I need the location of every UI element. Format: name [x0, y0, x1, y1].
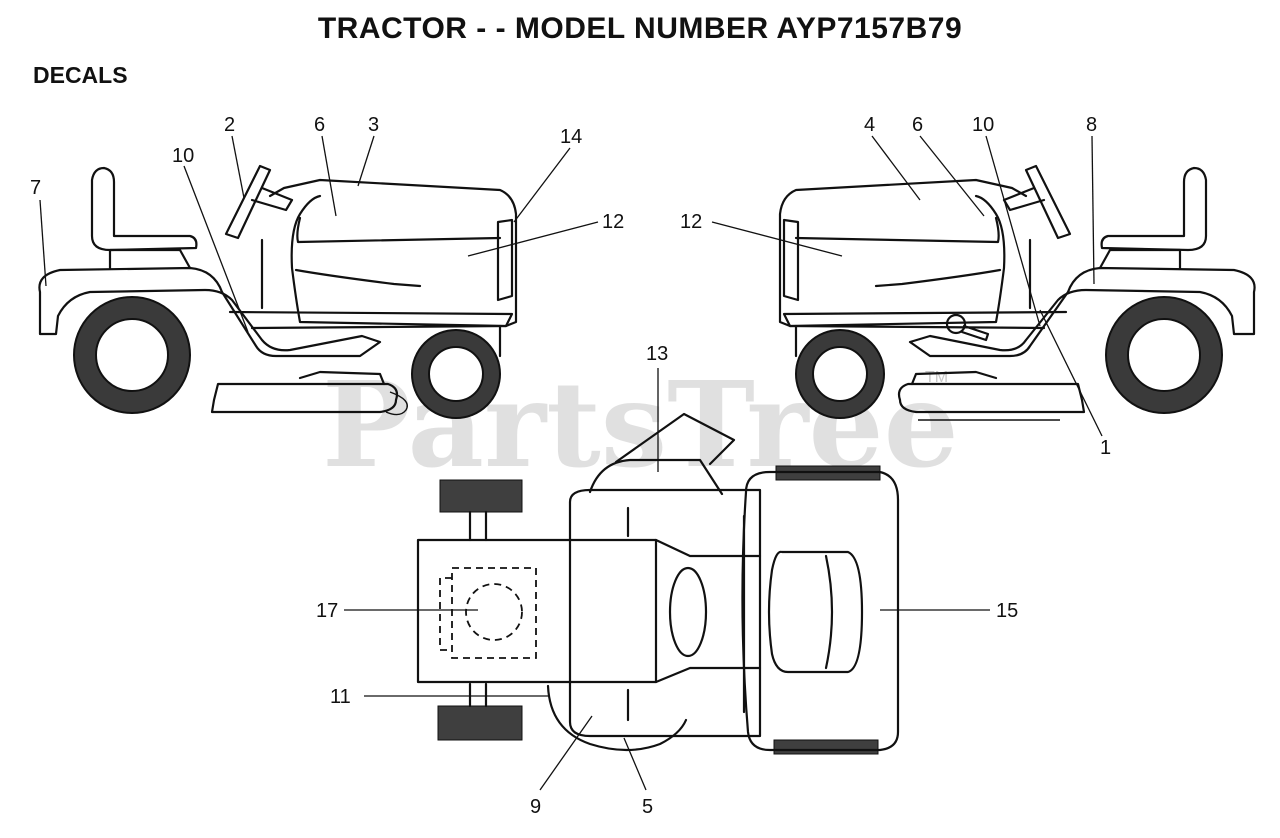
- callout-labels: 7 2 10 6 3 14 12 12 4 6 10 8 1 13 17 15 …: [30, 114, 1111, 818]
- callout-8: 8: [1086, 114, 1097, 136]
- callout-10-right: 10: [972, 114, 994, 136]
- callout-11: 11: [330, 686, 351, 708]
- callout-2: 2: [224, 114, 235, 136]
- callout-3: 3: [368, 114, 379, 136]
- tractor-left-side-view: [38, 164, 518, 419]
- callout-5: 5: [642, 796, 653, 818]
- callout-17: 17: [316, 600, 338, 622]
- callout-6-left: 6: [314, 114, 325, 136]
- callout-12-right: 12: [680, 211, 702, 233]
- callout-13: 13: [646, 343, 668, 365]
- tractor-top-view: [416, 412, 900, 755]
- tractor-right-side-view: [778, 164, 1256, 421]
- callout-9: 9: [530, 796, 541, 818]
- section-heading: DECALS: [33, 62, 128, 88]
- page-title: TRACTOR - - MODEL NUMBER AYP7157B79: [317, 12, 963, 45]
- callout-14: 14: [560, 126, 582, 148]
- callout-1: 1: [1100, 437, 1111, 459]
- callout-4: 4: [864, 114, 875, 136]
- callout-6-right: 6: [912, 114, 923, 136]
- callout-7: 7: [30, 177, 41, 199]
- callout-10-left: 10: [172, 145, 194, 167]
- callout-12-left: 12: [602, 211, 624, 233]
- callout-15: 15: [996, 600, 1018, 622]
- leader-lines: [39, 135, 1103, 791]
